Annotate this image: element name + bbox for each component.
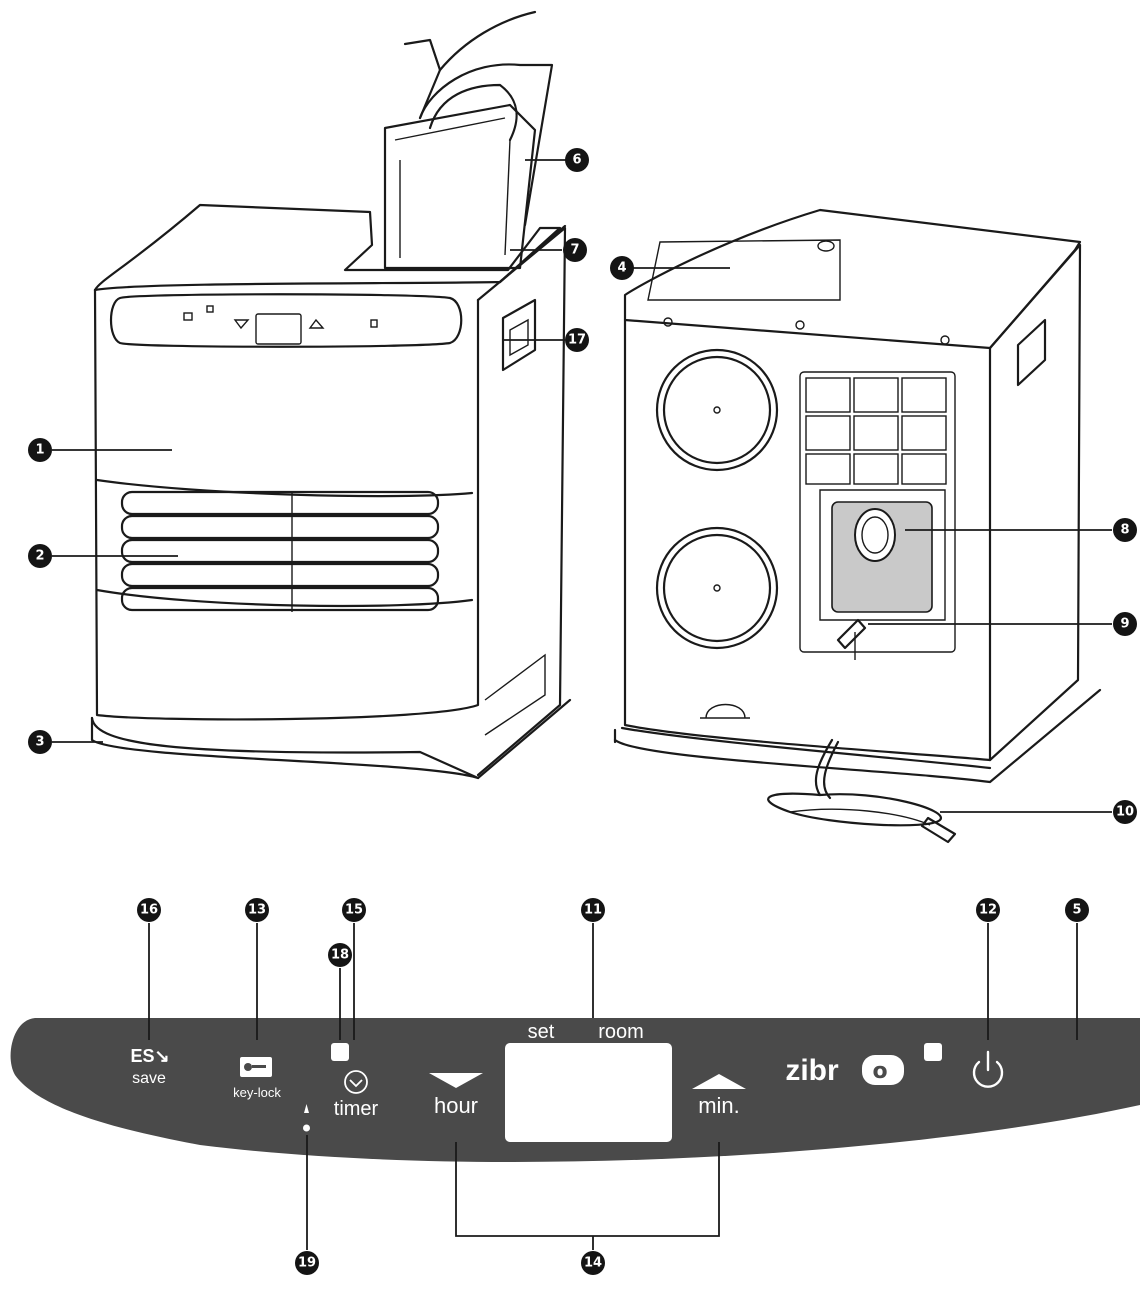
callout-1: 1 <box>28 438 52 462</box>
svg-text:8: 8 <box>1120 523 1129 538</box>
callout-3: 3 <box>28 730 52 754</box>
rear-round-vents <box>655 348 779 650</box>
callout-7: 7 <box>563 238 587 262</box>
front-grille-louvers <box>120 490 440 612</box>
callout-11: 11 <box>581 898 605 922</box>
svg-text:6: 6 <box>572 153 581 168</box>
triangle-down-icon <box>429 1073 483 1088</box>
min-label: min. <box>698 1093 740 1118</box>
timer-label: timer <box>334 1098 379 1120</box>
callout-15: 15 <box>342 898 366 922</box>
svg-text:3: 3 <box>35 735 44 750</box>
power-cord <box>767 738 957 844</box>
callout-2: 2 <box>28 544 52 568</box>
triangle-up-icon <box>692 1074 746 1089</box>
svg-text:10: 10 <box>1116 805 1134 820</box>
svg-text:14: 14 <box>584 1256 602 1271</box>
save-label: save <box>132 1070 166 1087</box>
timer-led <box>331 1043 349 1061</box>
rear-vent-grid <box>799 371 956 653</box>
svg-text:19: 19 <box>298 1256 316 1271</box>
svg-text:2: 2 <box>35 549 44 564</box>
power-button[interactable] <box>972 1050 1004 1088</box>
callout-5: 5 <box>1065 898 1089 922</box>
svg-text:16: 16 <box>140 903 158 918</box>
clock-icon <box>344 1070 368 1094</box>
save-icon: ES↘ <box>130 1046 169 1066</box>
svg-text:9: 9 <box>1120 617 1129 632</box>
svg-text:1: 1 <box>35 443 44 458</box>
svg-text:7: 7 <box>570 243 579 258</box>
room-label: room <box>598 1021 644 1043</box>
hour-down-button[interactable]: hour <box>429 1073 483 1118</box>
callout-18: 18 <box>328 943 352 967</box>
svg-text:o: o <box>872 1059 887 1084</box>
svg-text:5: 5 <box>1072 903 1081 918</box>
front-heater-illustration <box>90 10 572 780</box>
svg-text:18: 18 <box>331 948 349 963</box>
zibro-logo: zibr o <box>785 1054 904 1087</box>
svg-text:zibr: zibr <box>785 1054 839 1087</box>
callout-17: 17 <box>565 328 589 352</box>
callout-13: 13 <box>245 898 269 922</box>
power-led <box>924 1043 942 1061</box>
rear-filter <box>819 489 946 621</box>
svg-text:17: 17 <box>568 333 586 348</box>
leader-lines <box>52 159 1112 1250</box>
set-label: set <box>528 1021 555 1043</box>
callout-4: 4 <box>610 256 634 280</box>
rear-heater-illustration <box>613 208 1102 844</box>
save-button[interactable]: ES↘ save <box>130 1046 169 1087</box>
callout-16: 16 <box>137 898 161 922</box>
svg-text:15: 15 <box>345 903 363 918</box>
svg-text:4: 4 <box>617 261 626 276</box>
key-lock-button[interactable]: key-lock <box>233 1057 281 1100</box>
timer-button[interactable]: timer <box>334 1070 379 1120</box>
callout-8: 8 <box>1113 518 1137 542</box>
callout-9: 9 <box>1113 612 1137 636</box>
power-icon <box>972 1060 1004 1088</box>
display-screen <box>505 1043 672 1142</box>
sensor-icon <box>303 1104 310 1132</box>
control-panel-detail: ES↘ save key-lock timer hour s <box>10 1018 1140 1162</box>
callout-10: 10 <box>1113 800 1137 824</box>
callout-6: 6 <box>565 148 589 172</box>
hour-label: hour <box>434 1093 478 1118</box>
key-lock-label: key-lock <box>233 1085 281 1100</box>
svg-text:13: 13 <box>248 903 266 918</box>
callout-12: 12 <box>976 898 1000 922</box>
callout-14: 14 <box>581 1251 605 1275</box>
min-up-button[interactable]: min. <box>692 1074 746 1118</box>
svg-text:11: 11 <box>584 903 602 918</box>
callout-19: 19 <box>295 1251 319 1275</box>
svg-text:12: 12 <box>979 903 997 918</box>
